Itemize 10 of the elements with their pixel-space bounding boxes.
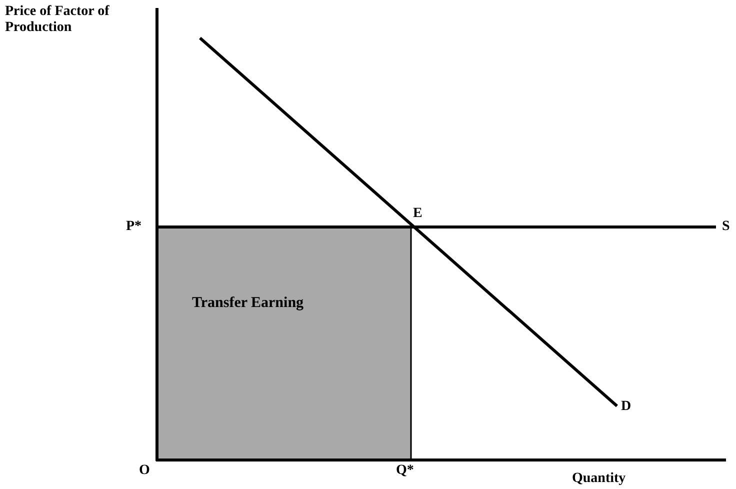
quantity-label: Q* bbox=[396, 463, 414, 479]
shaded-area bbox=[158, 227, 411, 459]
axis-title: Quantity bbox=[572, 471, 626, 487]
price-label: P* bbox=[126, 219, 142, 235]
area-label: Transfer Earning bbox=[192, 295, 304, 312]
origin-label: O bbox=[139, 463, 150, 479]
point-label: E bbox=[413, 206, 422, 222]
axis-title: Price of Factor of Production bbox=[5, 4, 110, 36]
curve-label: D bbox=[621, 399, 632, 415]
curve-label: S bbox=[722, 219, 730, 235]
